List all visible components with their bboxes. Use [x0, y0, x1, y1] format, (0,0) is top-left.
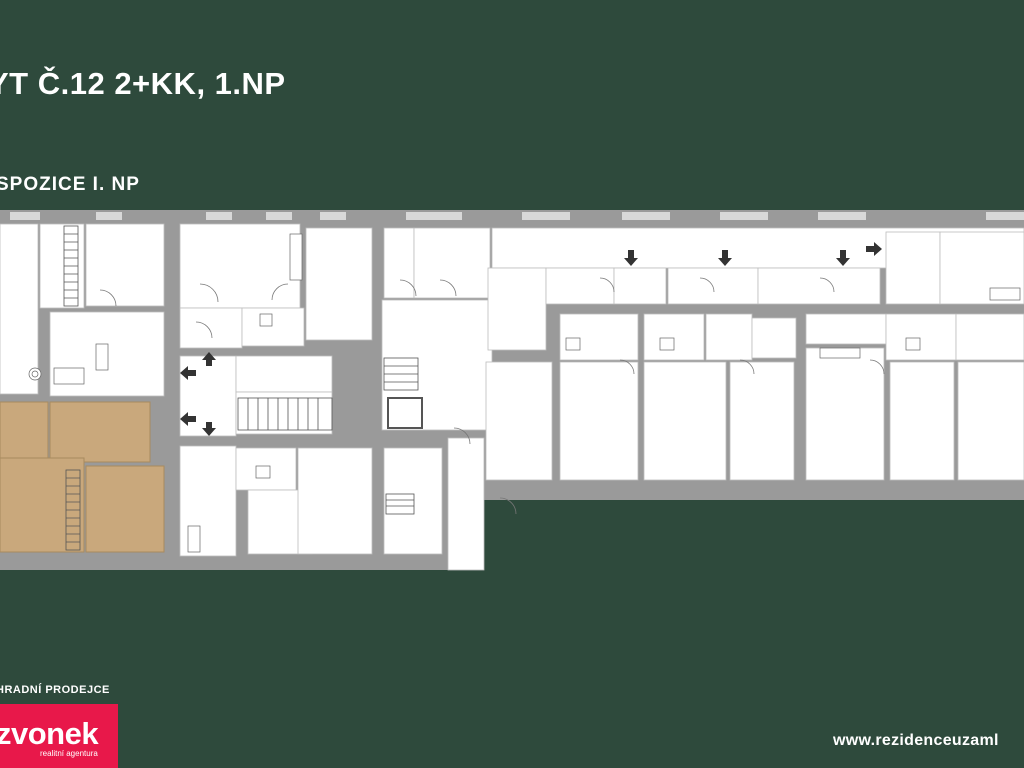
rooms — [0, 223, 1024, 571]
staircases — [63, 225, 423, 551]
window-strip — [10, 212, 1024, 220]
agency-logo[interactable]: zvonek realitní agentura — [0, 704, 118, 768]
logo-name: zvonek — [0, 716, 99, 751]
floor-subtitle: SPOZICE I. NP — [0, 174, 140, 195]
fixtures — [28, 233, 1021, 553]
door-swings — [99, 277, 885, 515]
website-link[interactable]: www.rezidenceuzaml — [833, 732, 999, 749]
agency-label: HRADNÍ PRODEJCE — [0, 684, 110, 696]
logo-tagline: realitní agentura — [40, 749, 98, 758]
entrance-arrows — [180, 242, 882, 436]
page-title: YT Č.12 2+KK, 1.NP — [0, 66, 286, 101]
highlighted-unit — [0, 401, 165, 553]
floor-plan — [0, 210, 1024, 571]
